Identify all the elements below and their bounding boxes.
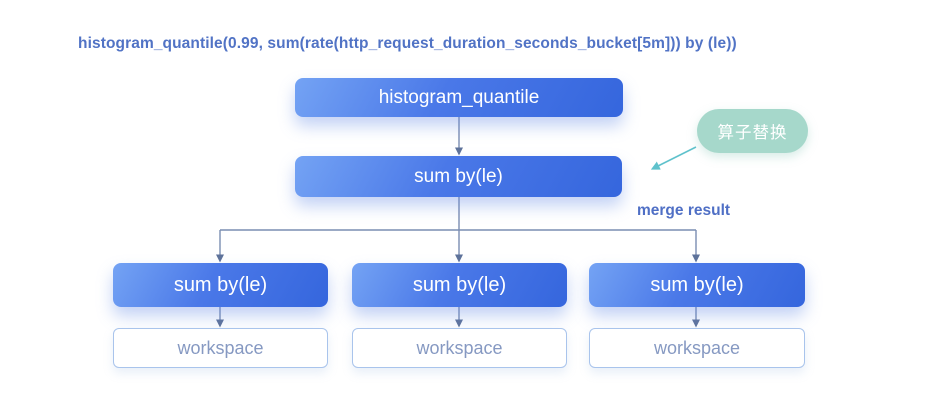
operator-replace-badge: 算子替换 (697, 109, 808, 153)
promql-query-title: histogram_quantile(0.99, sum(rate(http_r… (78, 35, 737, 52)
node-workspace-2: workspace (352, 328, 567, 368)
node-histogram-quantile: histogram_quantile (295, 78, 623, 117)
node-label: workspace (177, 337, 264, 358)
badge-label: 算子替换 (717, 124, 788, 142)
node-label: sum by(le) (414, 165, 503, 187)
node-label: histogram_quantile (378, 86, 540, 108)
node-label: sum by(le) (650, 273, 744, 296)
node-sum-by-le-worker-2: sum by(le) (352, 263, 567, 307)
node-label: sum by(le) (412, 273, 507, 296)
merge-result-label: merge result (637, 202, 731, 219)
node-sum-by-le-worker-3: sum by(le) (589, 263, 805, 307)
node-sum-by-le-root: sum by(le) (295, 156, 622, 197)
node-workspace-3: workspace (589, 328, 805, 368)
node-sum-by-le-worker-1: sum by(le) (113, 263, 328, 307)
node-label: sum by(le) (173, 273, 268, 296)
badge-callout-arrow (650, 146, 697, 170)
node-label: workspace (653, 337, 741, 358)
node-workspace-1: workspace (113, 328, 328, 368)
node-label: workspace (416, 337, 503, 358)
